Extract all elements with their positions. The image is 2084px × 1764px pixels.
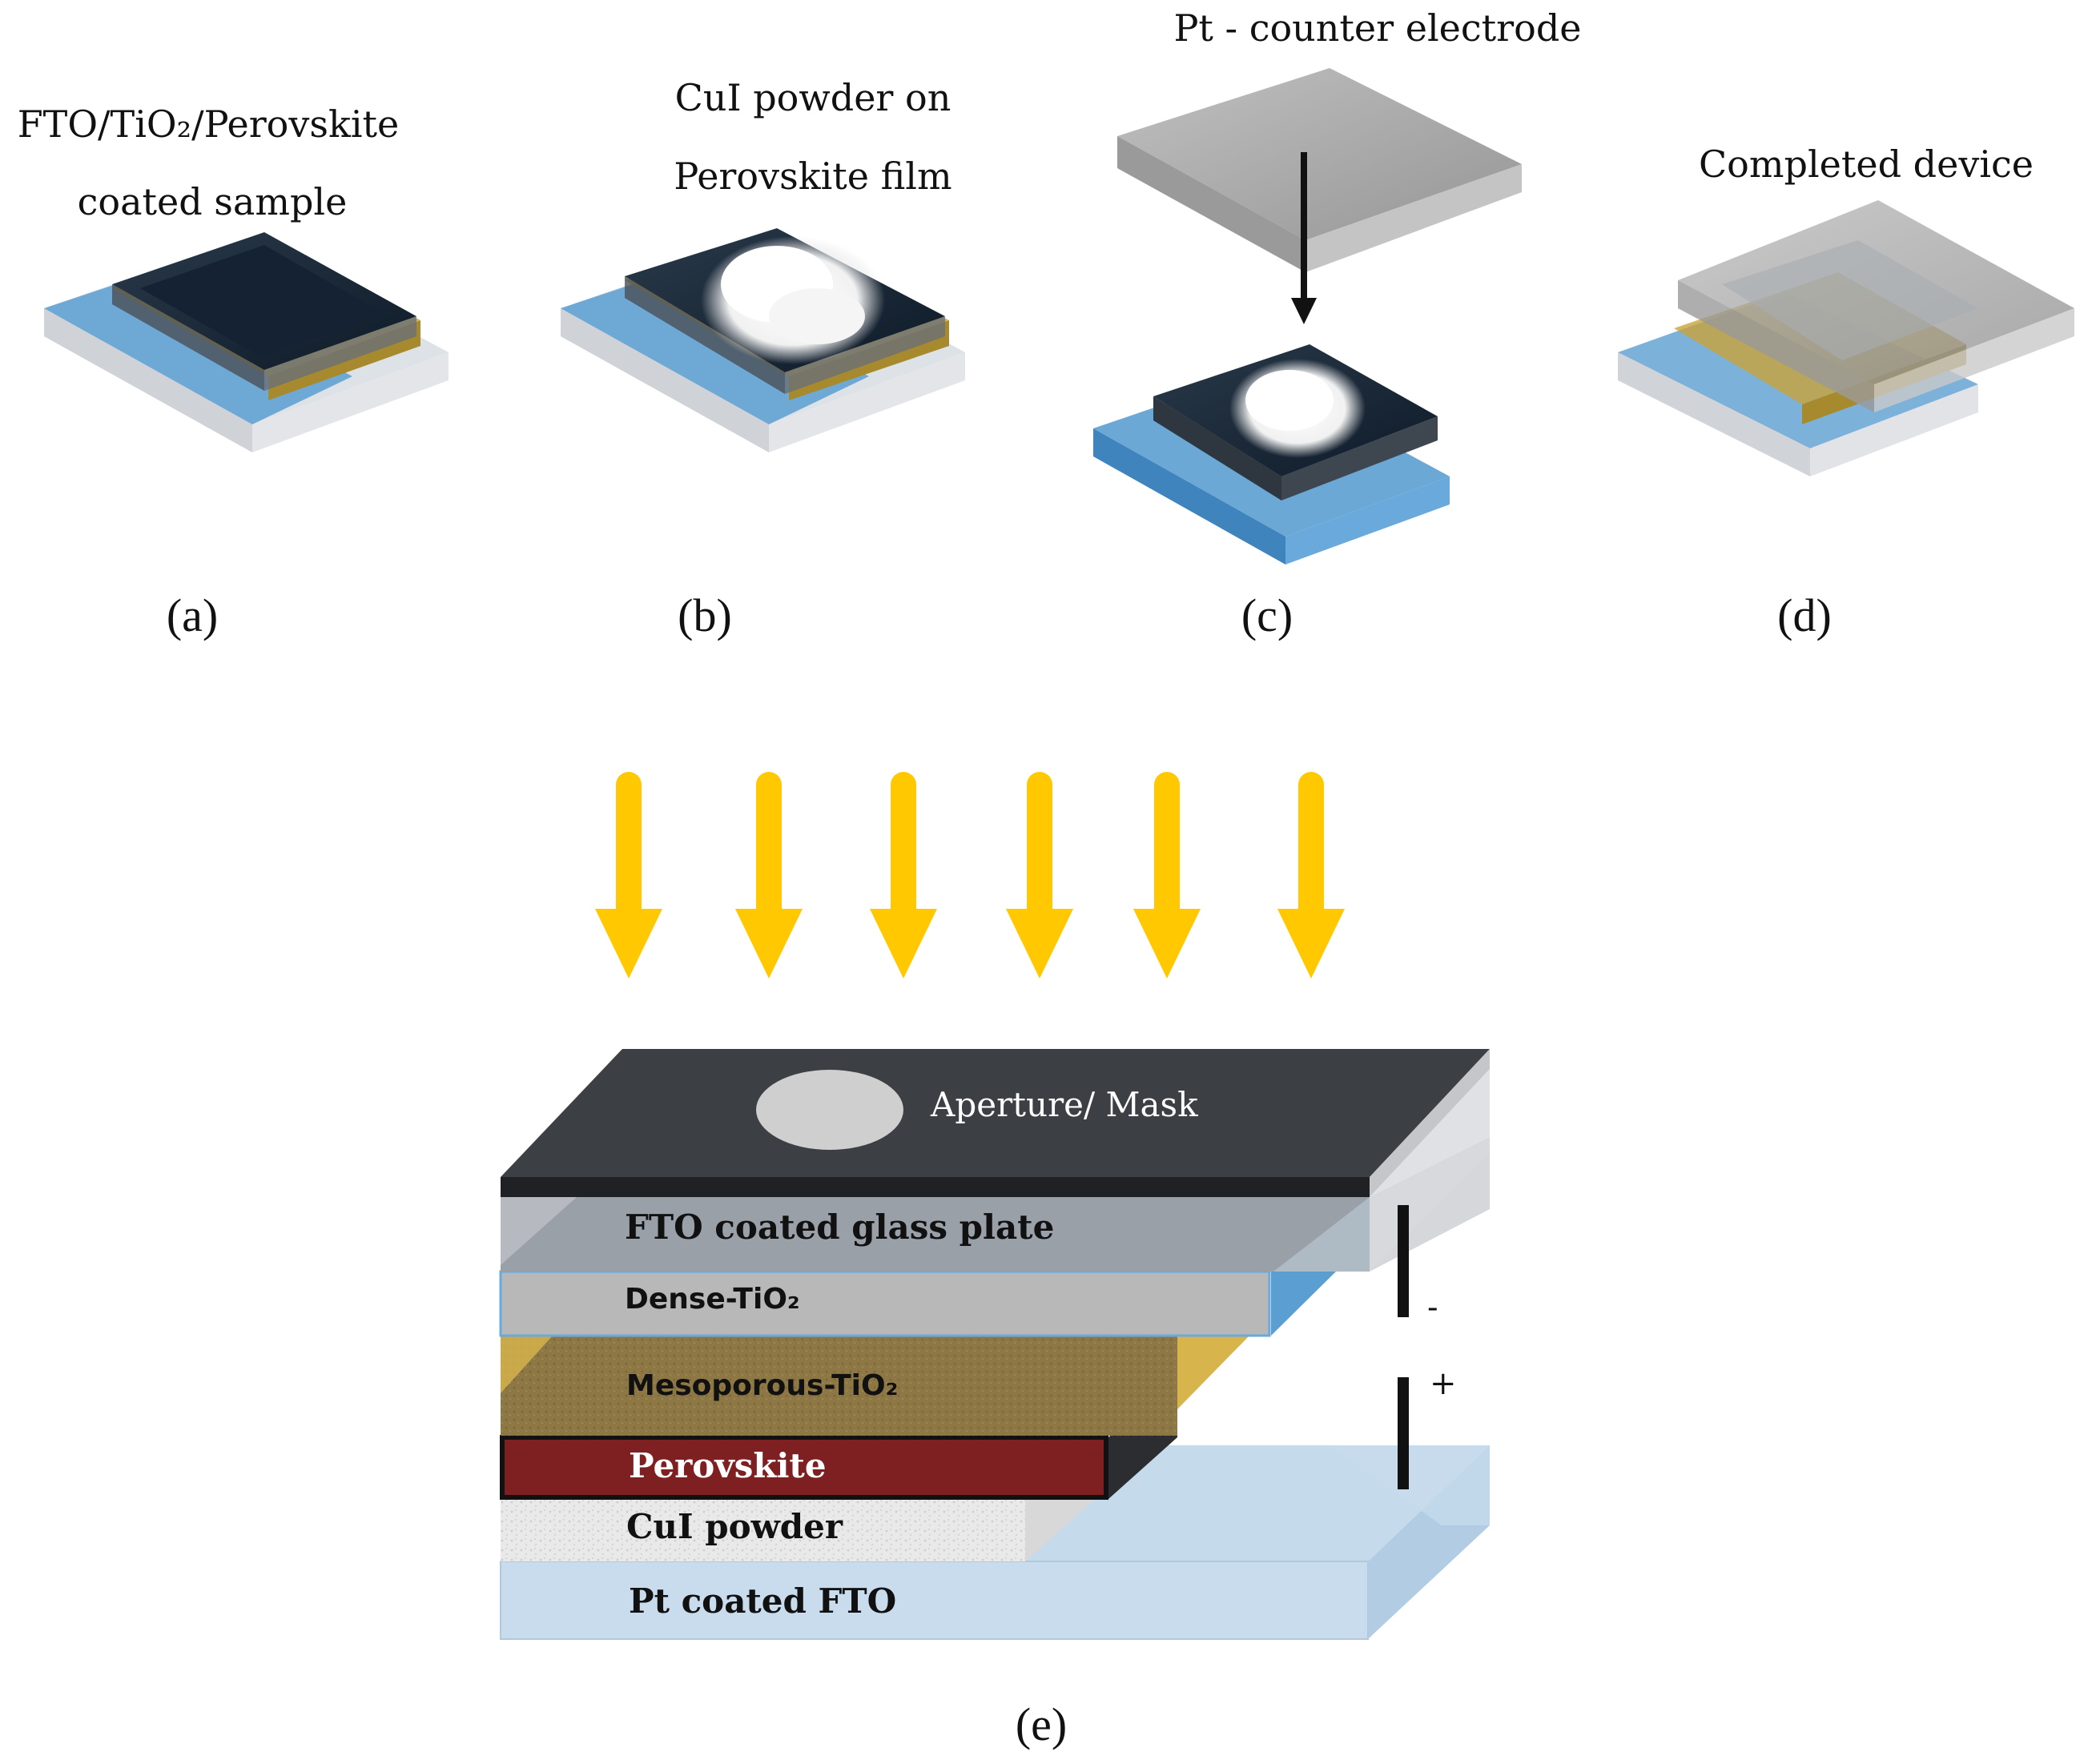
mask-label: Aperture/ Mask — [931, 1085, 1198, 1124]
caption-c: Pt - counter electrode — [1173, 6, 1582, 50]
caption-b-line2: Perovskite film — [674, 155, 952, 198]
caption-b-line1: CuI powder on — [674, 76, 951, 119]
mask-top — [501, 1049, 1490, 1177]
cui-layer — [501, 1499, 1025, 1561]
caption-a-line1: FTO/TiO₂/Perovskite — [17, 102, 400, 146]
sun-arrow — [735, 772, 803, 978]
meso-tio2-label: Mesoporous-TiO₂ — [626, 1369, 899, 1402]
cui-label: CuI powder — [626, 1507, 843, 1546]
fto-glass-layer — [501, 1197, 1370, 1272]
dense-tio2-label: Dense-TiO₂ — [625, 1283, 800, 1316]
caption-a-line2: coated sample — [77, 180, 348, 223]
negative-terminal — [1398, 1205, 1409, 1317]
sun-arrow — [1277, 772, 1345, 978]
panel-letter-a: (a) — [166, 589, 219, 641]
perovskite-layer — [500, 1435, 1108, 1500]
dense-tio2-layer — [499, 1270, 1271, 1337]
panel-a-device — [44, 232, 449, 452]
panel-b-device — [561, 228, 965, 452]
sun-arrow — [1006, 772, 1073, 978]
panel-letter-d: (d) — [1777, 589, 1832, 641]
fto-glass-label: FTO coated glass plate — [625, 1207, 1055, 1247]
panel-letter-c: (c) — [1241, 589, 1293, 641]
layer-stack — [499, 1049, 1490, 1640]
sun-arrow — [595, 772, 662, 978]
pt-fto-label: Pt coated FTO — [629, 1581, 897, 1621]
panel-letter-e: (e) — [1015, 1698, 1068, 1750]
pt-fto-layer — [500, 1561, 1369, 1640]
panel-letter-b: (b) — [678, 589, 732, 641]
panel-c-device — [1093, 68, 1522, 565]
sunlight-arrows — [595, 772, 1345, 978]
positive-terminal — [1398, 1377, 1409, 1489]
panel-d-device — [1618, 200, 2074, 476]
sun-arrow — [1133, 772, 1201, 978]
caption-d: Completed device — [1698, 143, 2034, 186]
aperture-hole — [756, 1070, 903, 1150]
sun-arrow — [870, 772, 937, 978]
plus-sign: + — [1430, 1365, 1457, 1402]
perovskite-label: Perovskite — [629, 1446, 827, 1485]
meso-tio2-layer — [501, 1336, 1177, 1436]
minus-sign: - — [1427, 1289, 1438, 1326]
